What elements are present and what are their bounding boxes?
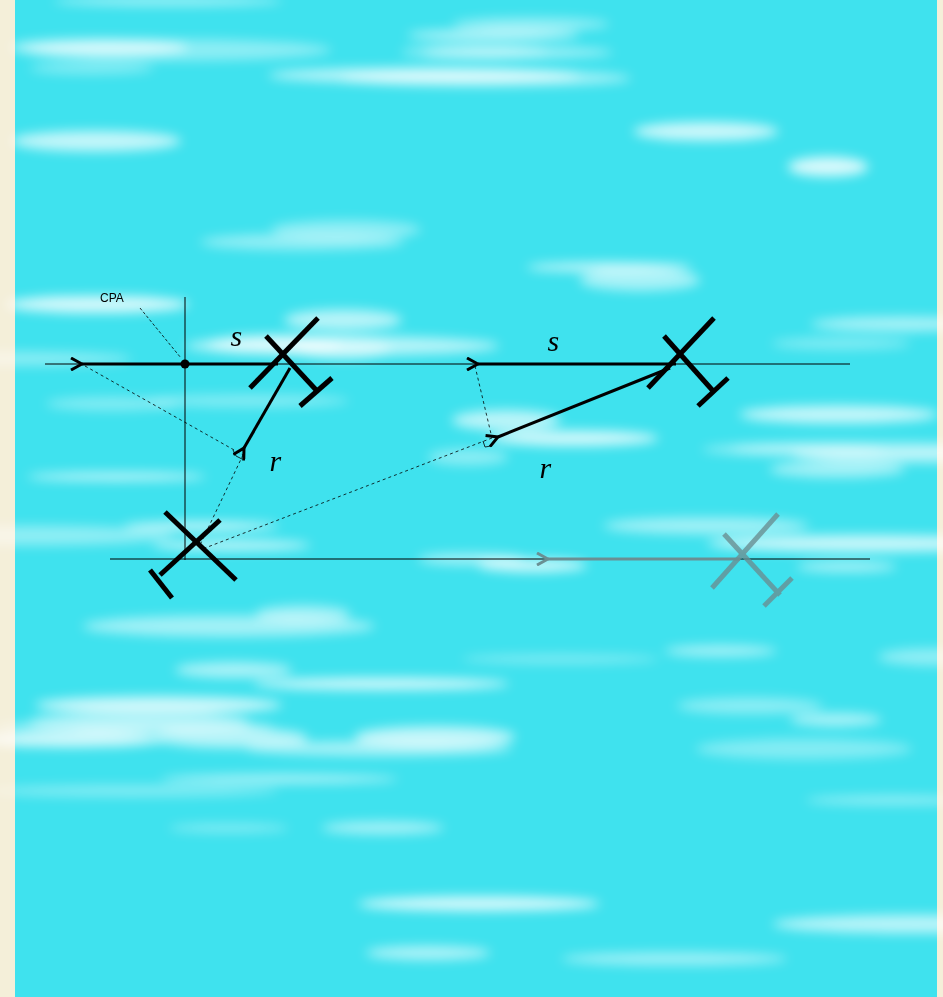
track-line (45, 364, 850, 365)
vector-label: r⃗ (269, 444, 304, 477)
perpendicular-line (185, 297, 186, 560)
vector-label: r⃗ (539, 451, 574, 484)
r-vector (498, 368, 670, 437)
leader-line (140, 308, 181, 358)
vector-label: s⃗ (547, 324, 582, 357)
water (15, 0, 937, 997)
aircraft-symbol (648, 318, 728, 406)
ghost-aircraft (712, 514, 792, 606)
s-vector (478, 363, 676, 366)
water-streaks (0, 0, 943, 965)
s-vector (82, 363, 278, 366)
r-vector (244, 368, 290, 448)
aircraft-symbol (150, 512, 236, 598)
construction-lines (85, 366, 492, 548)
ghost-vector (548, 558, 740, 561)
track-line (110, 559, 870, 560)
cpa-label: CPA (100, 292, 124, 305)
vector-label: s⃗ (230, 319, 265, 352)
